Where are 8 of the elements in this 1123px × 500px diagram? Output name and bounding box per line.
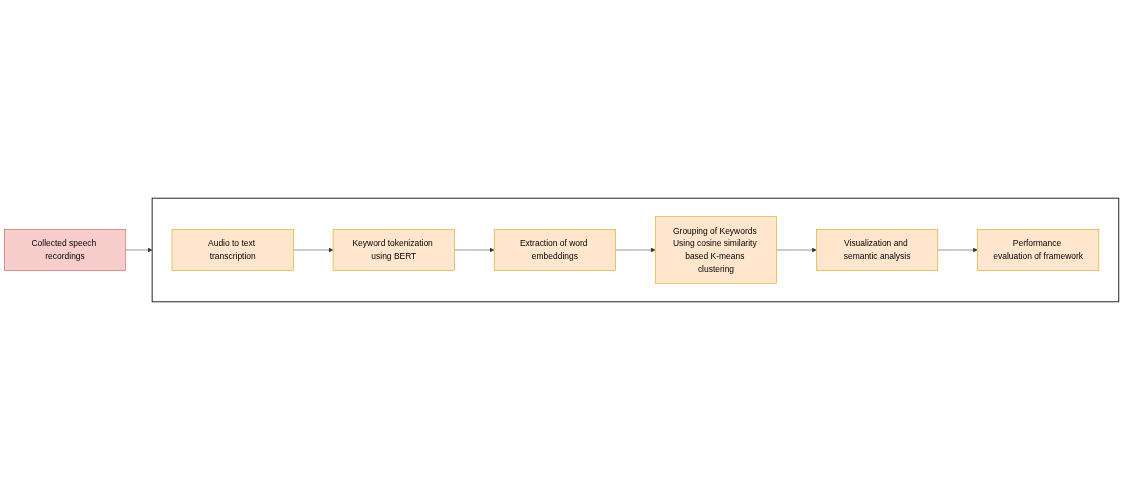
node-box: Visualization and semantic analysis (816, 229, 939, 271)
node-box: Keyword tokenization using BERT (332, 229, 455, 271)
node-box: Performance evaluation of framework (977, 229, 1100, 271)
node-box: Collected speech recordings (4, 229, 127, 271)
cluster (151, 197, 1120, 303)
node-box: Audio to text transcription (171, 229, 294, 271)
node-box: Grouping of Keywords Using cosine similarity based K-means clustering (655, 216, 777, 284)
node-box: Extraction of word embeddings (493, 229, 616, 271)
